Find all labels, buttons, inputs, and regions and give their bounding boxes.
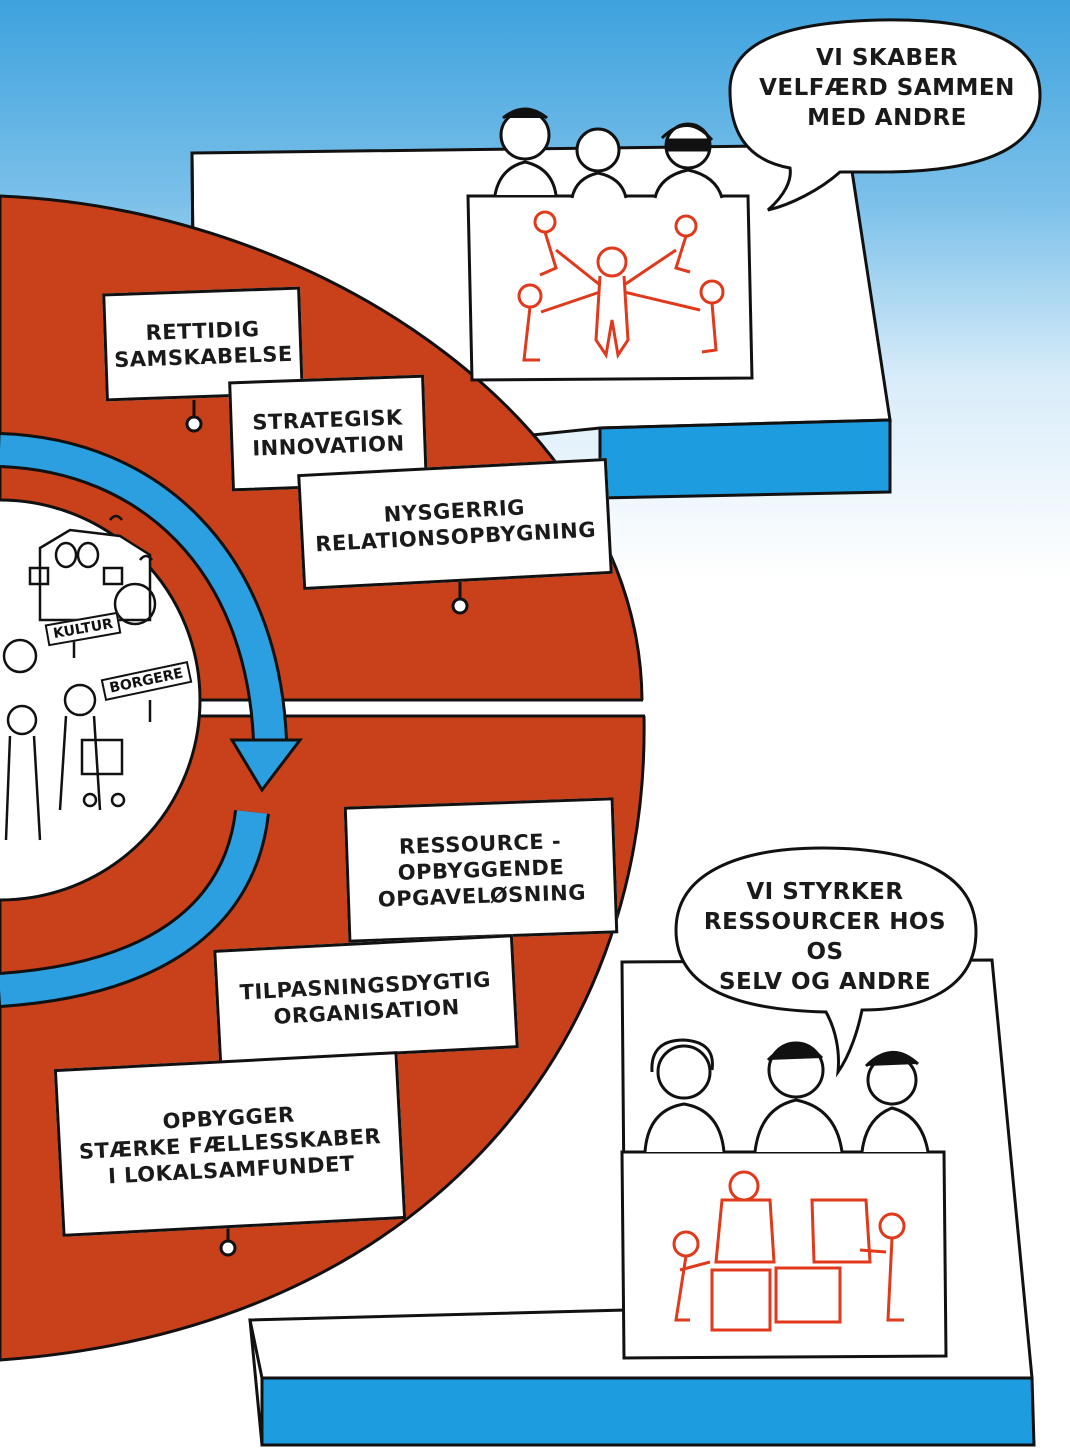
- top-speech-text: VI SKABER VELFÆRD SAMMEN MED ANDRE: [759, 45, 1015, 131]
- card-ressource-opbyggende-opgaveloesning: RESSOURCE - OPBYGGENDE OPGAVELØSNING: [343, 797, 619, 943]
- community-scene: [2, 514, 157, 841]
- people-building-puzzle-drawing: [672, 1170, 906, 1332]
- top-speech-bubble: [728, 18, 1042, 212]
- card-nysgerrig-relationsopbygning: NYSGERRIG RELATIONSOPBYGNING: [297, 457, 613, 591]
- bottom-sign-board: [620, 1150, 948, 1360]
- people-holding-hands-drawing: [517, 210, 725, 362]
- card-tilpasningsdygtig-organisation: TILPASNINGSDYGTIG ORGANISATION: [213, 934, 519, 1064]
- top-people: [493, 107, 724, 199]
- bottom-speech-text: VI STYRKER RESSOURCER HOS OS SELV OG AND…: [703, 879, 947, 995]
- bottom-people: [643, 1038, 930, 1153]
- card-pins: [185, 400, 469, 1257]
- circular-arrow-upper: [0, 432, 304, 793]
- card-opbygger-staerke-faellesskaber: OPBYGGER STÆRKE FÆLLESSKABER I LOKALSAMF…: [53, 1051, 407, 1237]
- bottom-speech-bubble: [674, 846, 978, 1078]
- top-sign-board: [466, 194, 754, 382]
- circular-arrow-lower: [0, 809, 270, 1008]
